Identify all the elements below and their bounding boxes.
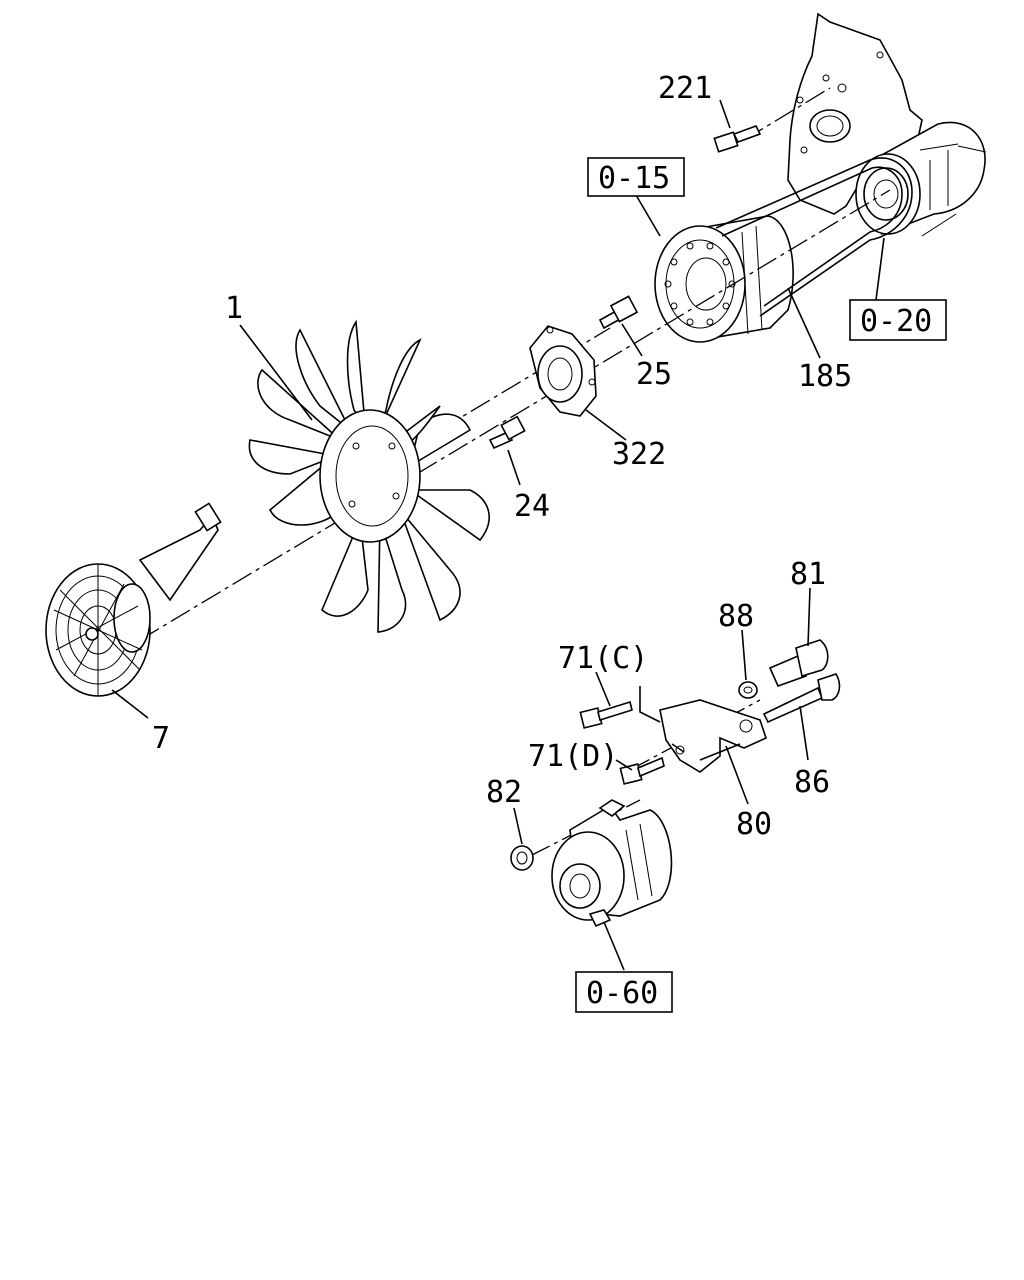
alternator bbox=[551, 799, 673, 928]
callout-71d: 71(D) bbox=[528, 739, 618, 774]
reference-0-15-label: 0-15 bbox=[598, 161, 670, 196]
callout-1: 1 bbox=[225, 291, 243, 326]
cooling-fan bbox=[248, 319, 490, 633]
callout-80: 80 bbox=[736, 807, 772, 842]
nut-82 bbox=[510, 845, 534, 871]
reference-0-60-label: 0-60 bbox=[586, 976, 658, 1011]
fan-drive-pulley bbox=[654, 215, 794, 343]
bolt-24 bbox=[488, 415, 526, 450]
timing-cover bbox=[787, 12, 923, 215]
bolt-81 bbox=[768, 639, 829, 688]
reference-0-15[interactable]: 0-15 bbox=[587, 157, 685, 197]
bolt-86 bbox=[762, 673, 841, 724]
callout-7: 7 bbox=[152, 721, 170, 756]
callout-185: 185 bbox=[798, 359, 852, 394]
fan-spacer bbox=[529, 325, 597, 417]
washer-88 bbox=[738, 681, 758, 699]
reference-0-20-label: 0-20 bbox=[860, 304, 932, 339]
callout-82: 82 bbox=[486, 775, 522, 810]
leader-lines bbox=[111, 99, 885, 971]
callout-25: 25 bbox=[636, 357, 672, 392]
centerline-alternator bbox=[529, 799, 641, 857]
centerline-fan-axis bbox=[139, 189, 891, 641]
alternator-bracket bbox=[659, 699, 767, 773]
reference-0-20[interactable]: 0-20 bbox=[849, 299, 947, 341]
crankshaft-pulley-housing bbox=[855, 121, 987, 237]
bolt-25 bbox=[598, 295, 639, 330]
callout-322: 322 bbox=[612, 437, 666, 472]
bolt-221 bbox=[713, 87, 831, 153]
bolt-71c bbox=[579, 700, 633, 729]
bolt-71d bbox=[619, 756, 665, 785]
fan-clutch bbox=[45, 502, 222, 697]
callout-81: 81 bbox=[790, 557, 826, 592]
reference-0-60[interactable]: 0-60 bbox=[575, 971, 673, 1013]
callout-221: 221 bbox=[658, 71, 712, 106]
v-belt bbox=[715, 157, 913, 317]
callout-24: 24 bbox=[514, 489, 550, 524]
callout-88: 88 bbox=[718, 599, 754, 634]
callout-86: 86 bbox=[794, 765, 830, 800]
callout-71c: 71(C) bbox=[558, 641, 648, 676]
